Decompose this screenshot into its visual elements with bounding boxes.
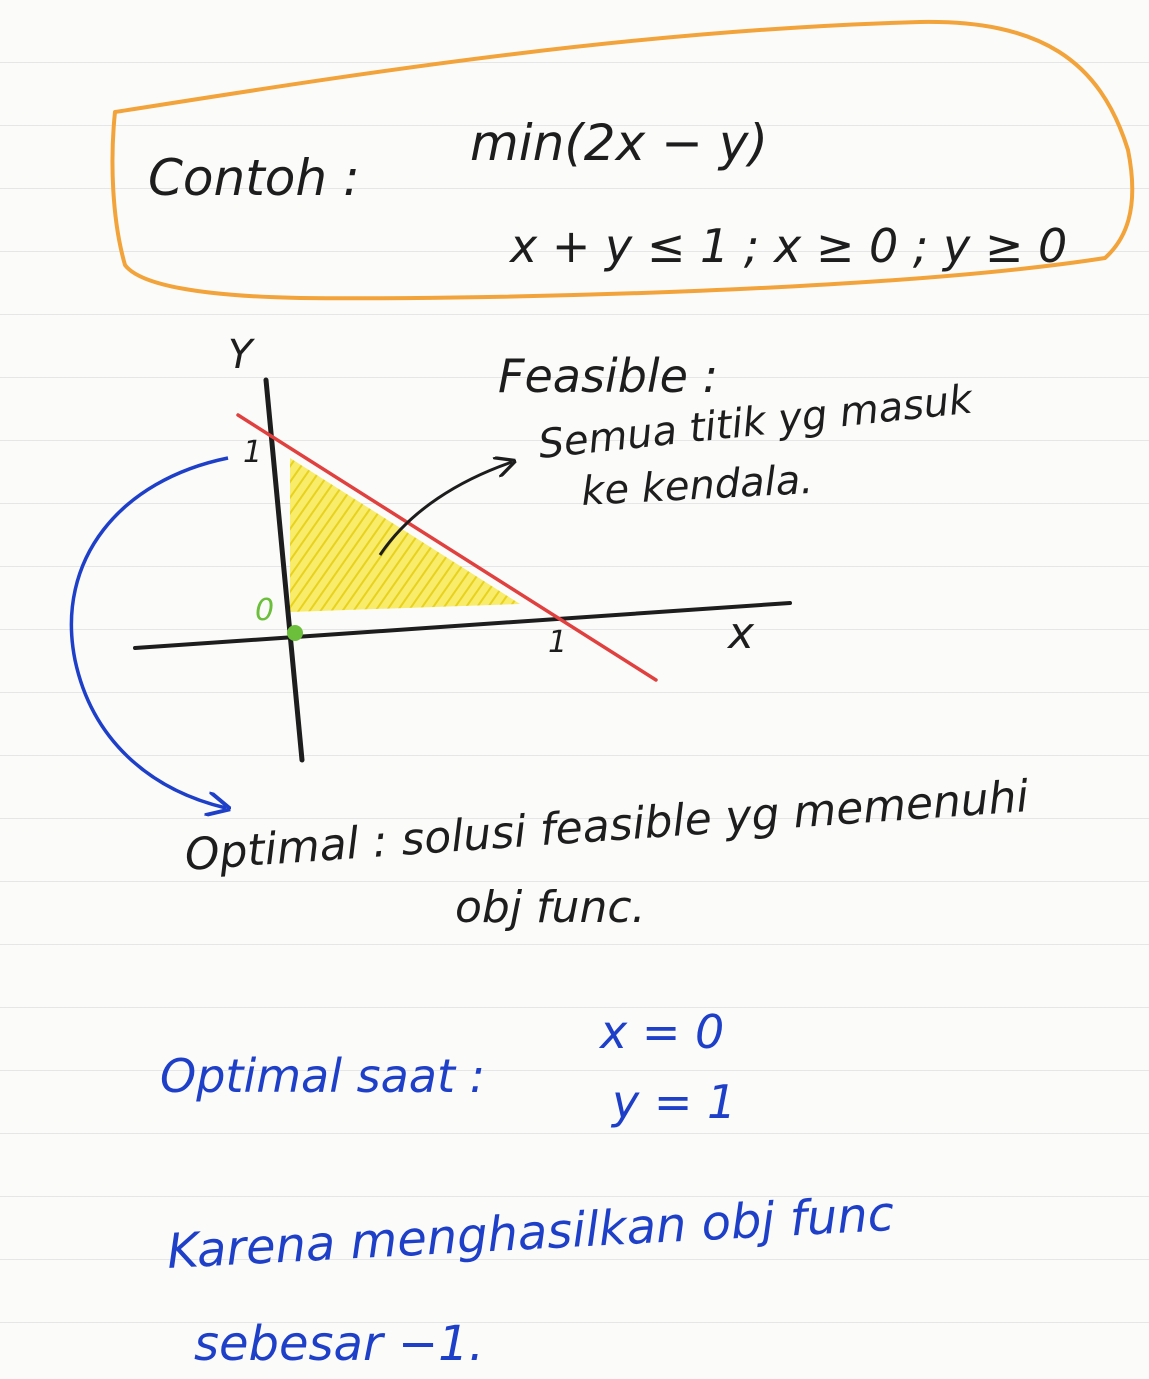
- optimal-at-label: Optimal saat :: [160, 1049, 485, 1103]
- y-axis: [263, 377, 305, 763]
- optimal-arrow: [69, 456, 228, 808]
- optimal-definition-line2: obj func.: [455, 882, 646, 933]
- feasible-arrow: [378, 462, 512, 556]
- optimal-y-value: y = 1: [610, 1075, 736, 1129]
- constraints: x + y ≤ 1 ; x ≥ 0 ; y ≥ 0: [508, 219, 1067, 273]
- objective-function: min(2x − y): [470, 114, 768, 172]
- optimal-definition-line1: Optimal : solusi feasible yg memenuhi: [183, 771, 1031, 881]
- feasible-region: [290, 458, 520, 612]
- example-highlight-box: [110, 19, 1135, 301]
- feasible-line2: ke kendala.: [580, 457, 814, 515]
- optimal-x-value: x = 0: [598, 1005, 724, 1059]
- example-label: Contoh :: [148, 149, 360, 207]
- origin-point: [287, 625, 303, 641]
- x-axis: [133, 601, 792, 650]
- conclusion-line1: Karena menghasilkan obj func: [166, 1186, 896, 1280]
- conclusion-line2: sebesar −1.: [194, 1316, 484, 1372]
- constraint-line: [236, 413, 658, 682]
- feasible-title: Feasible :: [498, 349, 718, 403]
- x-tick-label: 1: [548, 625, 567, 660]
- origin-label: 0: [255, 593, 274, 628]
- x-axis-label: x: [726, 608, 755, 659]
- y-axis-label: Y: [228, 332, 256, 378]
- y-tick-label: 1: [243, 435, 262, 470]
